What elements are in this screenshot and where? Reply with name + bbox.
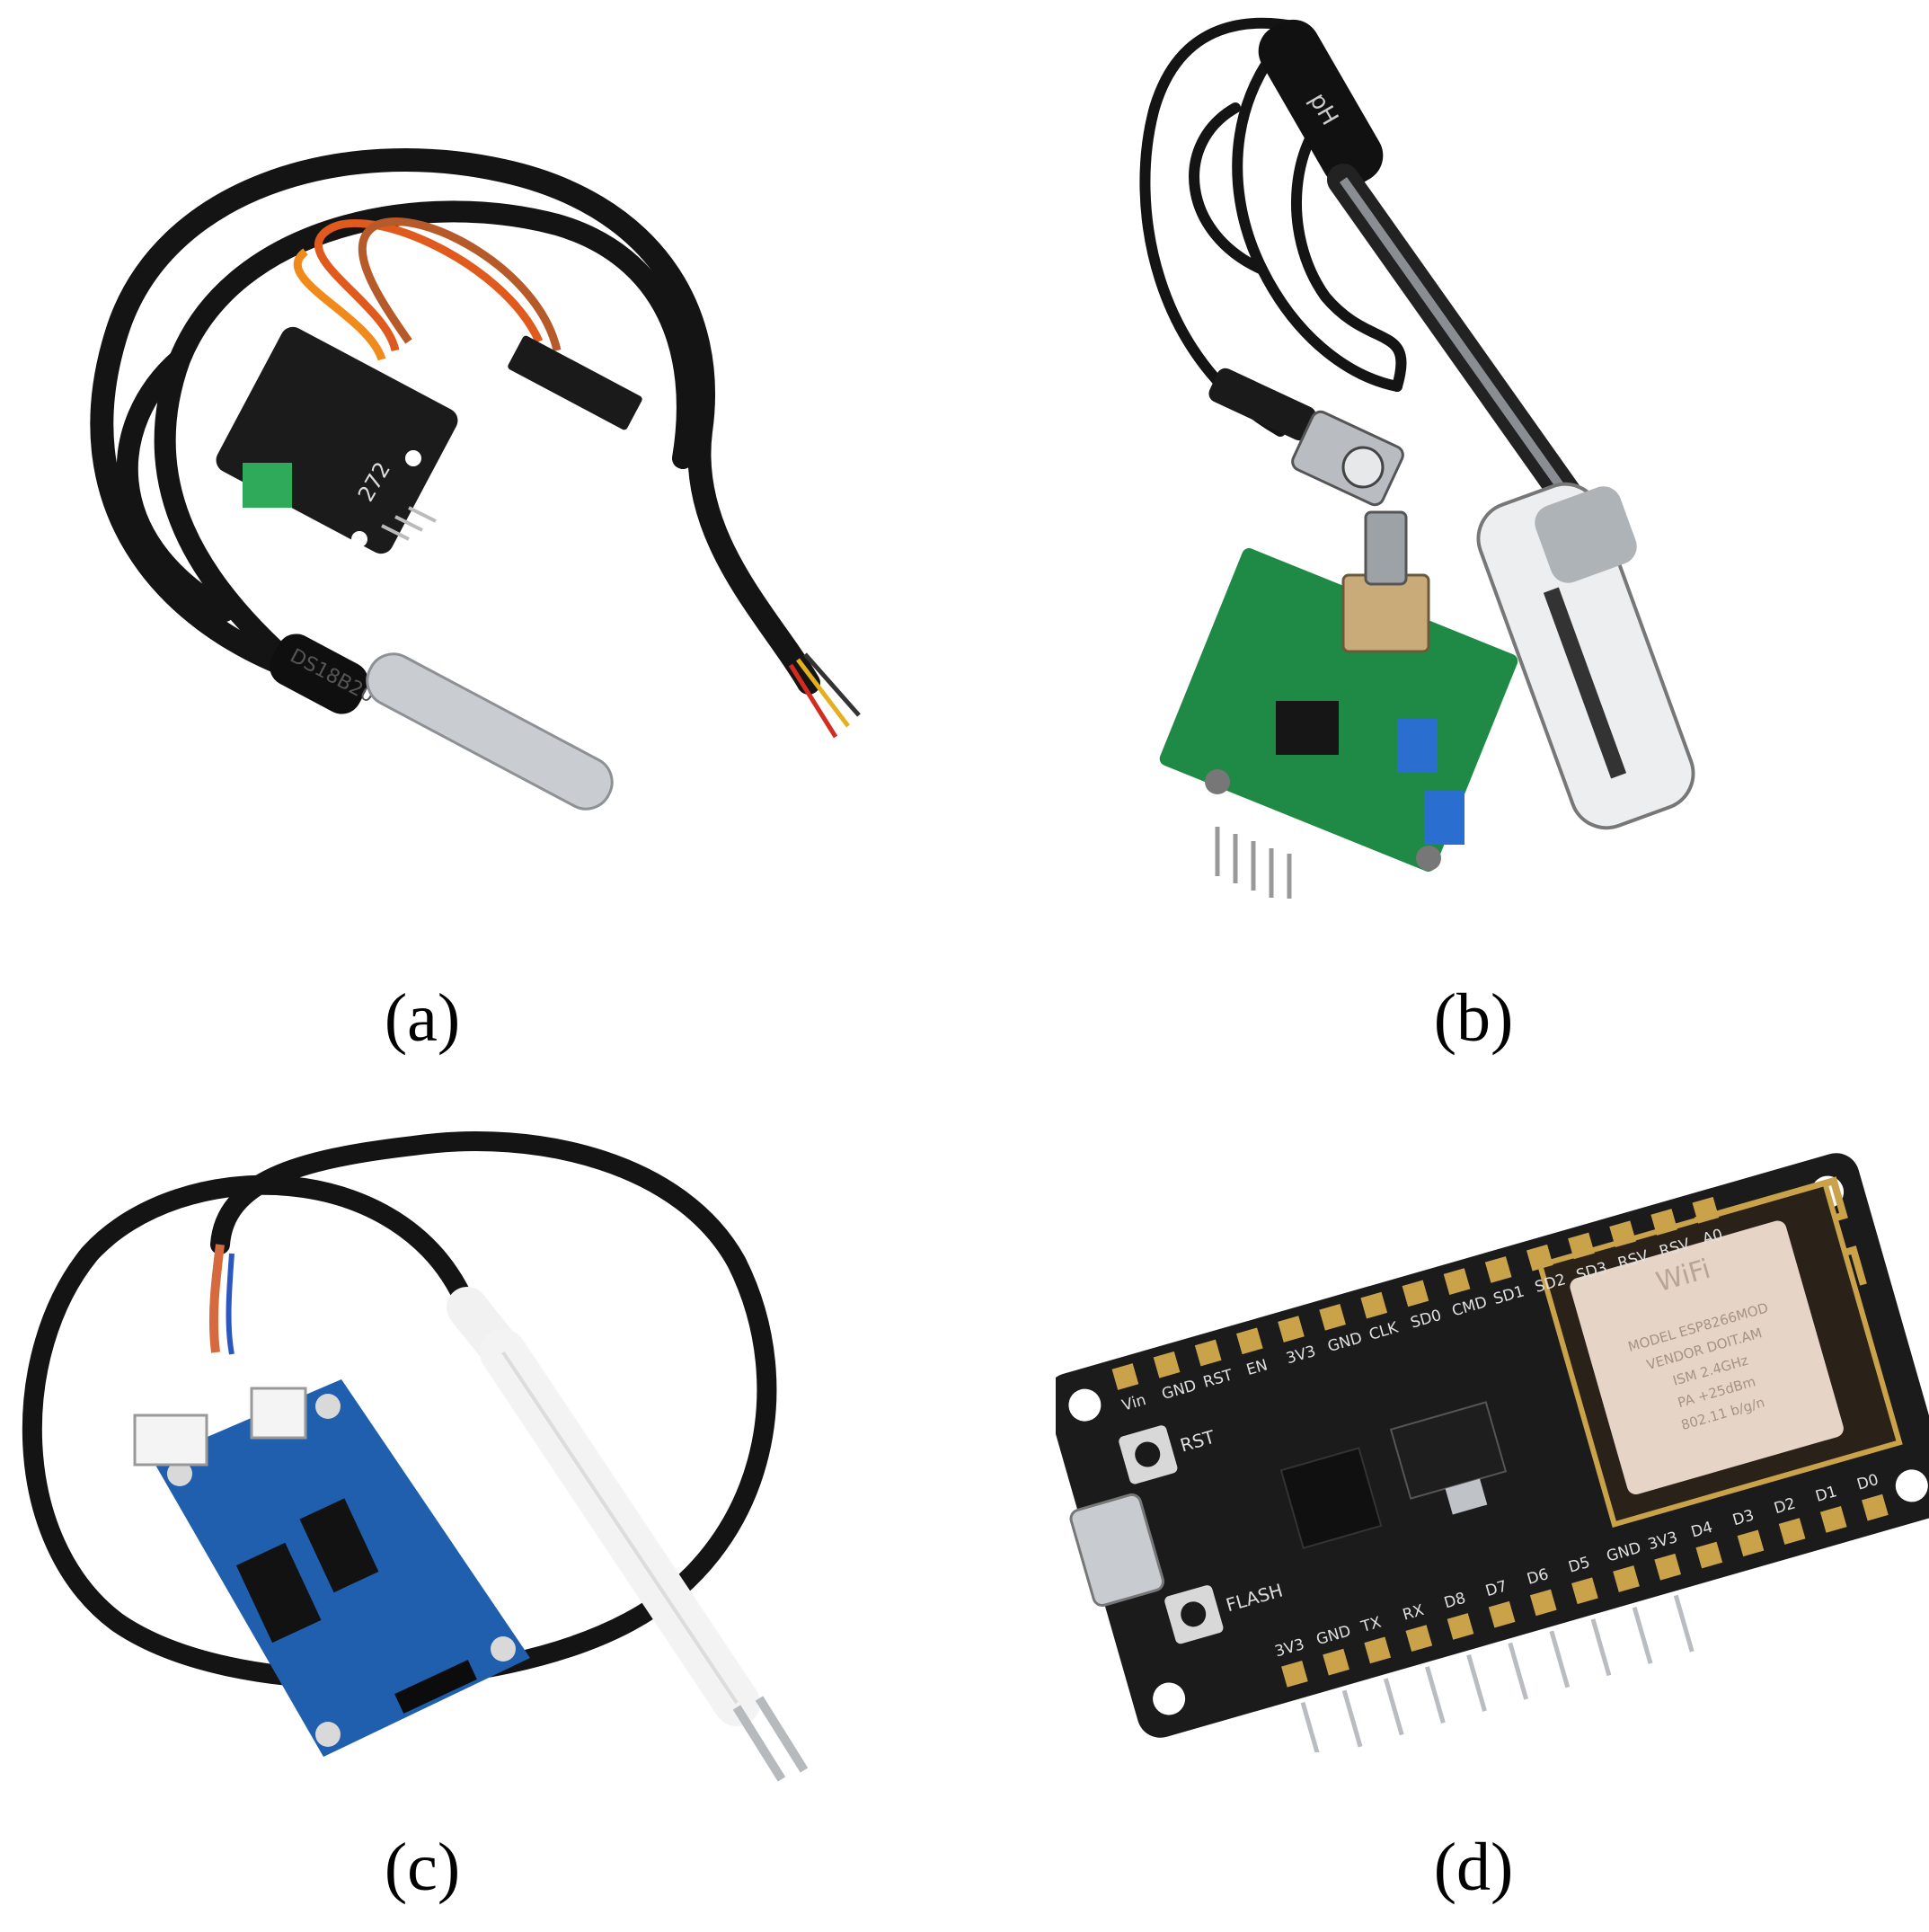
temperature-sensor-image: DS18B20 272 xyxy=(90,148,861,811)
caption-b: (b) xyxy=(1433,980,1514,1056)
top-pin-row xyxy=(1111,1196,1720,1390)
jst-connector xyxy=(133,1414,208,1467)
dupont-connector xyxy=(508,335,642,430)
bare-wires xyxy=(788,652,861,739)
caption-d: (d) xyxy=(1433,1830,1514,1905)
ph-probe: pH xyxy=(1258,19,1695,830)
panel-a-temperature-sensor: DS18B20 272 xyxy=(0,36,872,881)
tds-cable xyxy=(22,1131,777,1689)
mount-hole xyxy=(351,531,367,547)
potentiometer xyxy=(1397,719,1438,773)
voltage-regulator xyxy=(1389,1401,1508,1500)
potentiometer xyxy=(1424,791,1464,845)
signal-wire xyxy=(226,1253,234,1355)
tds-probe xyxy=(447,1287,809,1782)
panel-b-ph-sensor: pH xyxy=(1074,0,1929,899)
tds-sensor-image xyxy=(22,1131,809,1782)
caption-a: (a) xyxy=(384,980,461,1056)
ic-chip xyxy=(299,1498,379,1593)
rf-shield xyxy=(1570,1220,1844,1495)
nodemcu-image: WiFi MODEL ESP8266MOD VENDOR DOIT.AM ISM… xyxy=(1056,1153,1929,1752)
terminal-block xyxy=(243,463,292,508)
mount-screw xyxy=(1416,846,1441,871)
sensor-module: 272 xyxy=(216,326,458,554)
jst-connector xyxy=(250,1387,307,1440)
pin-header xyxy=(394,1660,477,1714)
ph-board xyxy=(1159,510,1518,899)
caption-c: (c) xyxy=(384,1830,461,1905)
ph-sensor-image: pH xyxy=(1139,17,1695,899)
usb-uart-chip xyxy=(1279,1447,1383,1549)
mount-screw xyxy=(1205,769,1230,794)
bnc-socket xyxy=(1341,573,1430,653)
ic-chip xyxy=(1276,701,1339,755)
ph-cable xyxy=(1139,17,1407,437)
tds-board xyxy=(133,1379,530,1757)
header-pins xyxy=(1300,1594,1695,1752)
signal-wire xyxy=(208,1244,225,1353)
steel-probe: DS18B20 xyxy=(270,634,614,811)
micro-usb-port xyxy=(1069,1493,1165,1608)
bnc-connector xyxy=(1208,368,1404,507)
panel-c-tds-sensor xyxy=(0,1119,836,1797)
bottom-pin-row xyxy=(1281,1493,1889,1688)
ic-chip xyxy=(235,1542,322,1644)
jumper-wires xyxy=(293,217,562,361)
panel-d-nodemcu-board: WiFi MODEL ESP8266MOD VENDOR DOIT.AM ISM… xyxy=(1056,1123,1929,1752)
mount-hole xyxy=(405,450,421,466)
